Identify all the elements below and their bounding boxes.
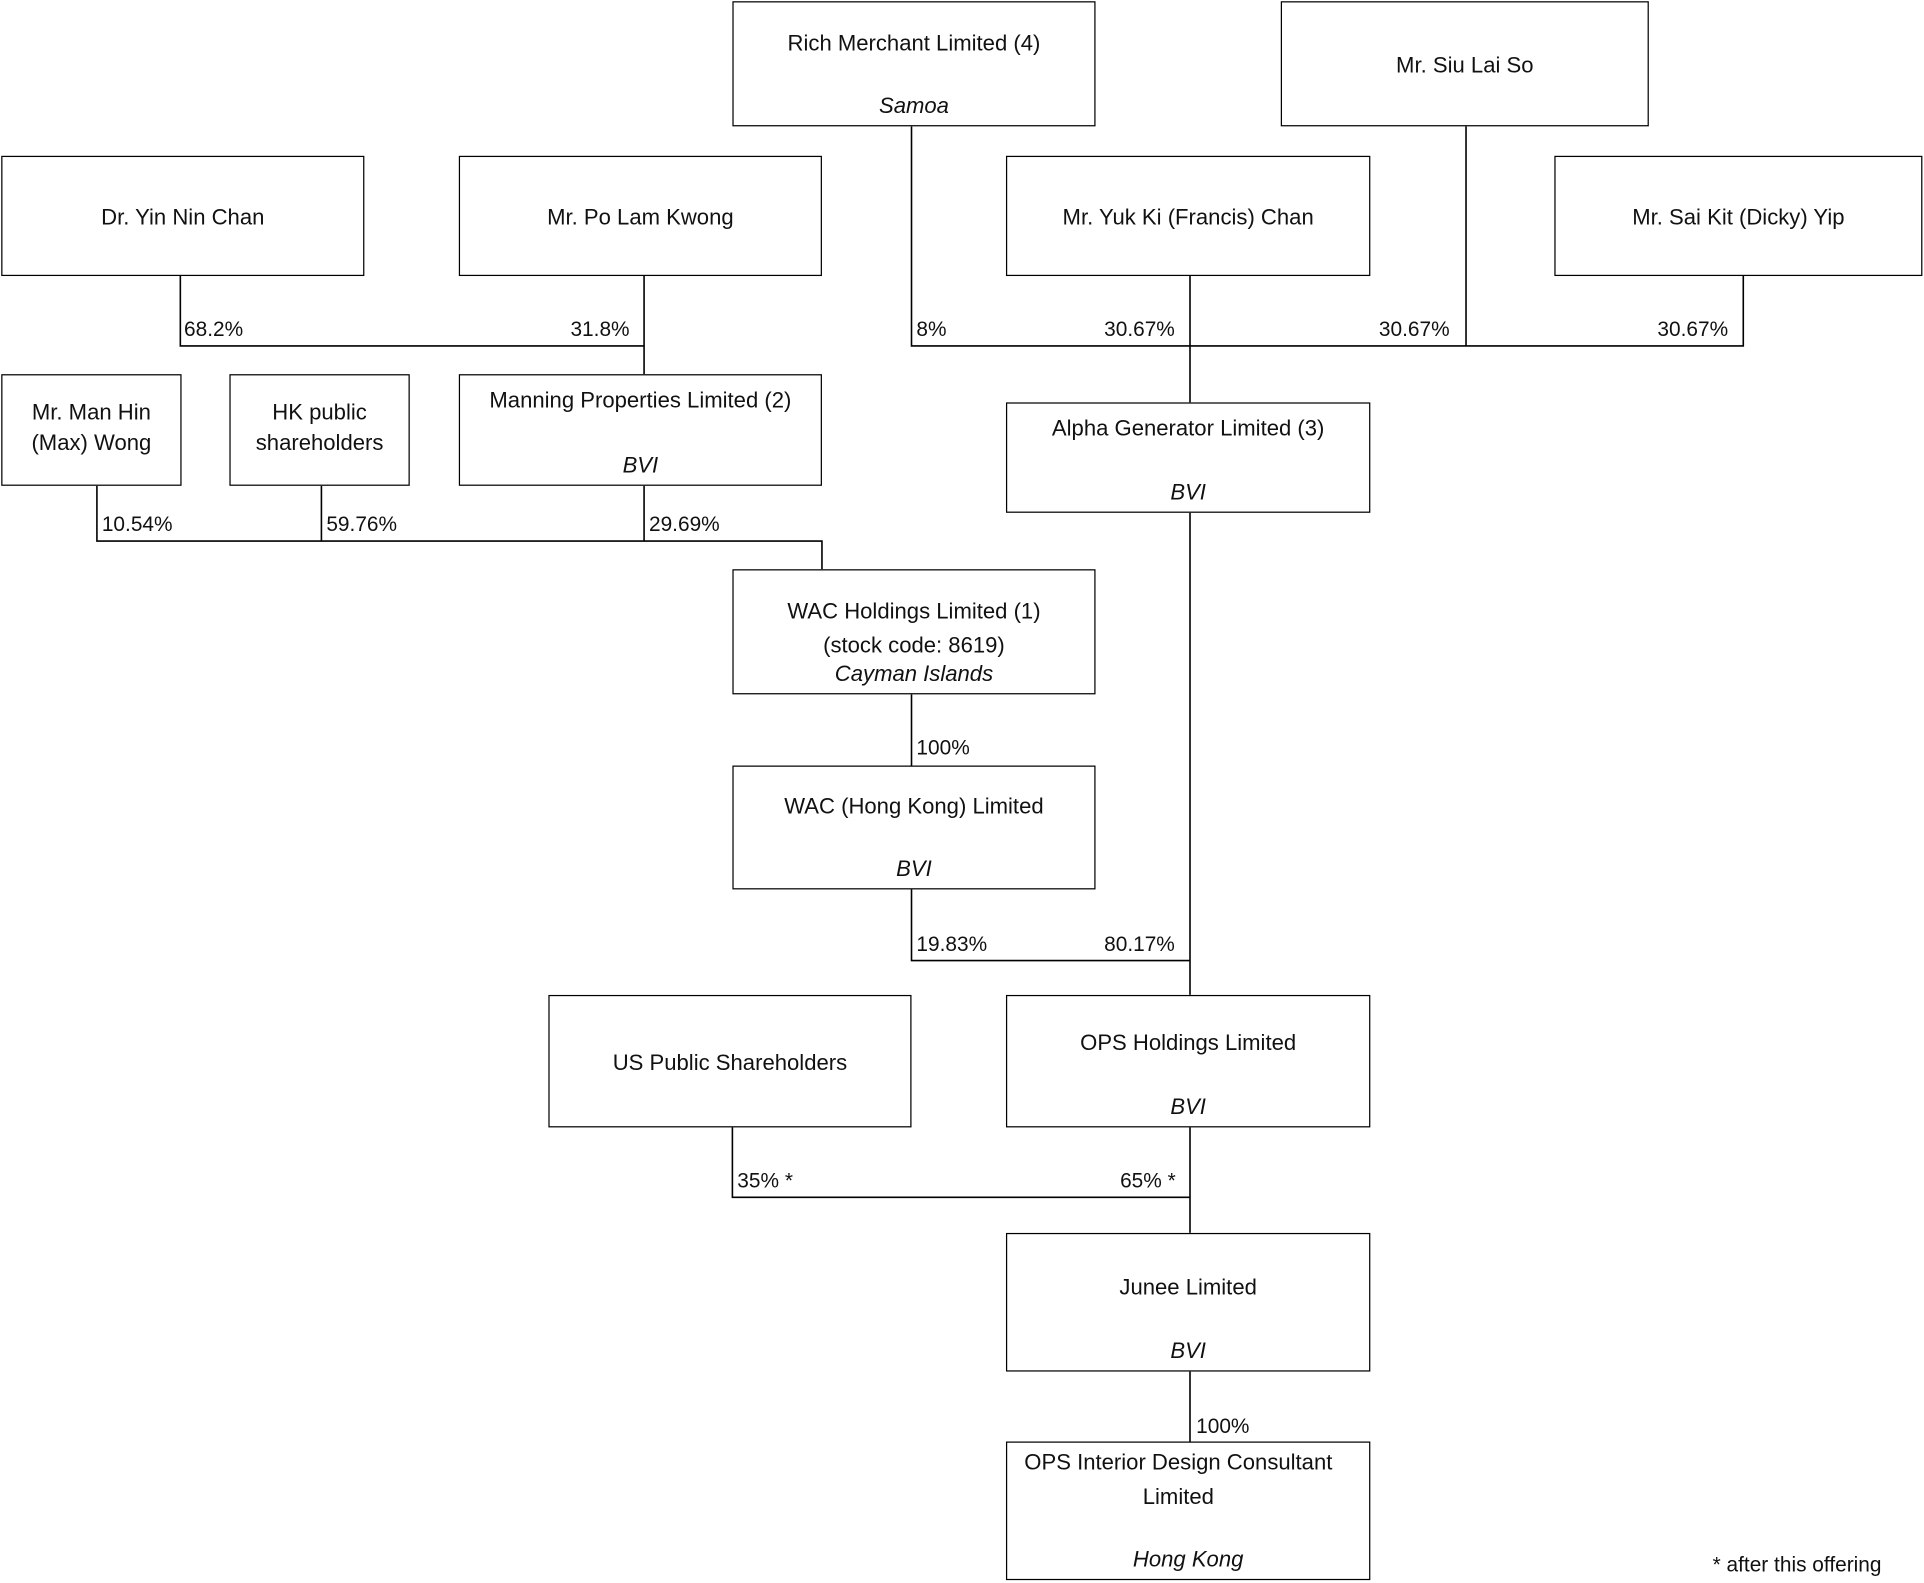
manning-name: Manning Properties Limited (2) <box>489 387 792 413</box>
sai-kit-yip-box: Mr. Sai Kit (Dicky) Yip <box>1554 155 1923 277</box>
rich-merchant-jurisdiction: Samoa <box>878 93 949 118</box>
connector-ops-owners <box>910 512 1191 995</box>
ops-interior-jurisdiction: Hong Kong <box>1132 1546 1244 1572</box>
holding-label: 30.67% <box>1657 317 1729 342</box>
wac-hk-box: WAC (Hong Kong) Limited BVI <box>732 765 1096 890</box>
holding-label: 68.2% <box>184 317 244 342</box>
holding-label: 29.69% <box>648 512 720 537</box>
rich-merchant-name: Rich Merchant Limited (4) <box>787 30 1041 56</box>
yin-nin-chan-name: Dr. Yin Nin Chan <box>101 204 265 230</box>
holding-label: 35% * <box>737 1169 793 1193</box>
junee-jurisdiction: BVI <box>1170 1338 1206 1363</box>
holding-label: 30.67% <box>1104 317 1175 342</box>
man-hin-wong-box: Mr. Man Hin (Max) Wong <box>1 374 182 486</box>
ops-holdings-jurisdiction: BVI <box>1170 1094 1206 1119</box>
wac-hk-jurisdiction: BVI <box>896 856 932 881</box>
wac-hk-name: WAC (Hong Kong) Limited <box>784 793 1044 819</box>
yin-nin-chan-box: Dr. Yin Nin Chan <box>1 155 365 277</box>
wac-holdings-box: WAC Holdings Limited (1) (stock code: 86… <box>732 569 1096 695</box>
alpha-box: Alpha Generator Limited (3) BVI <box>1005 402 1371 513</box>
wac-holdings-name: WAC Holdings Limited (1) <box>787 598 1041 624</box>
rich-merchant-box: Rich Merchant Limited (4) Samoa <box>732 1 1096 127</box>
holding-label: 100% <box>1196 1414 1250 1438</box>
connector-manning-owners <box>179 276 645 375</box>
connector-alpha-owners <box>910 126 1745 403</box>
manning-jurisdiction: BVI <box>622 452 659 478</box>
hk-public-box: HK public shareholders <box>229 374 410 486</box>
ops-holdings-box: OPS Holdings Limited BVI <box>1005 994 1371 1128</box>
sai-kit-yip-name: Mr. Sai Kit (Dicky) Yip <box>1632 204 1845 230</box>
po-lam-kwong-box: Mr. Po Lam Kwong <box>458 155 822 277</box>
holding-label: 65% * <box>1120 1169 1176 1193</box>
holding-label: 30.67% <box>1378 317 1450 342</box>
siu-lai-so-name: Mr. Siu Lai So <box>1396 52 1534 78</box>
wac-holdings-stock-code: (stock code: 8619) <box>823 633 1005 658</box>
us-public-name: US Public Shareholders <box>612 1050 848 1075</box>
ops-interior-name: OPS Interior Design Consultant Limited <box>1024 1450 1333 1509</box>
alpha-name: Alpha Generator Limited (3) <box>1051 415 1325 441</box>
holding-label: 59.76% <box>326 512 398 537</box>
holding-label: 19.83% <box>916 932 988 956</box>
us-public-box: US Public Shareholders <box>548 994 912 1128</box>
holding-label: 31.8% <box>570 317 630 342</box>
connector-junee-owners <box>731 1127 1191 1233</box>
po-lam-kwong-name: Mr. Po Lam Kwong <box>547 204 734 230</box>
wac-holdings-jurisdiction: Cayman Islands <box>834 661 994 686</box>
junee-box: Junee Limited BVI <box>1005 1232 1371 1372</box>
holding-label: 8% <box>916 317 947 342</box>
siu-lai-so-box: Mr. Siu Lai So <box>1280 1 1649 127</box>
footnote: * after this offering <box>1712 1553 1882 1577</box>
yuk-ki-chan-box: Mr. Yuk Ki (Francis) Chan <box>1005 155 1371 277</box>
connector-wac-owners <box>96 485 823 570</box>
yuk-ki-chan-name: Mr. Yuk Ki (Francis) Chan <box>1062 204 1314 230</box>
man-hin-wong-name: Mr. Man Hin (Max) Wong <box>31 399 152 456</box>
alpha-jurisdiction: BVI <box>1170 479 1206 505</box>
junee-name: Junee Limited <box>1119 1274 1257 1300</box>
holding-label: 80.17% <box>1104 932 1175 956</box>
ops-interior-box: OPS Interior Design Consultant Limited H… <box>1005 1441 1371 1581</box>
holding-label: 10.54% <box>101 512 173 537</box>
hk-public-name: HK public shareholders <box>255 399 384 456</box>
holding-label: 100% <box>916 736 970 760</box>
ops-holdings-name: OPS Holdings Limited <box>1080 1030 1297 1056</box>
manning-box: Manning Properties Limited (2) BVI <box>458 374 822 486</box>
